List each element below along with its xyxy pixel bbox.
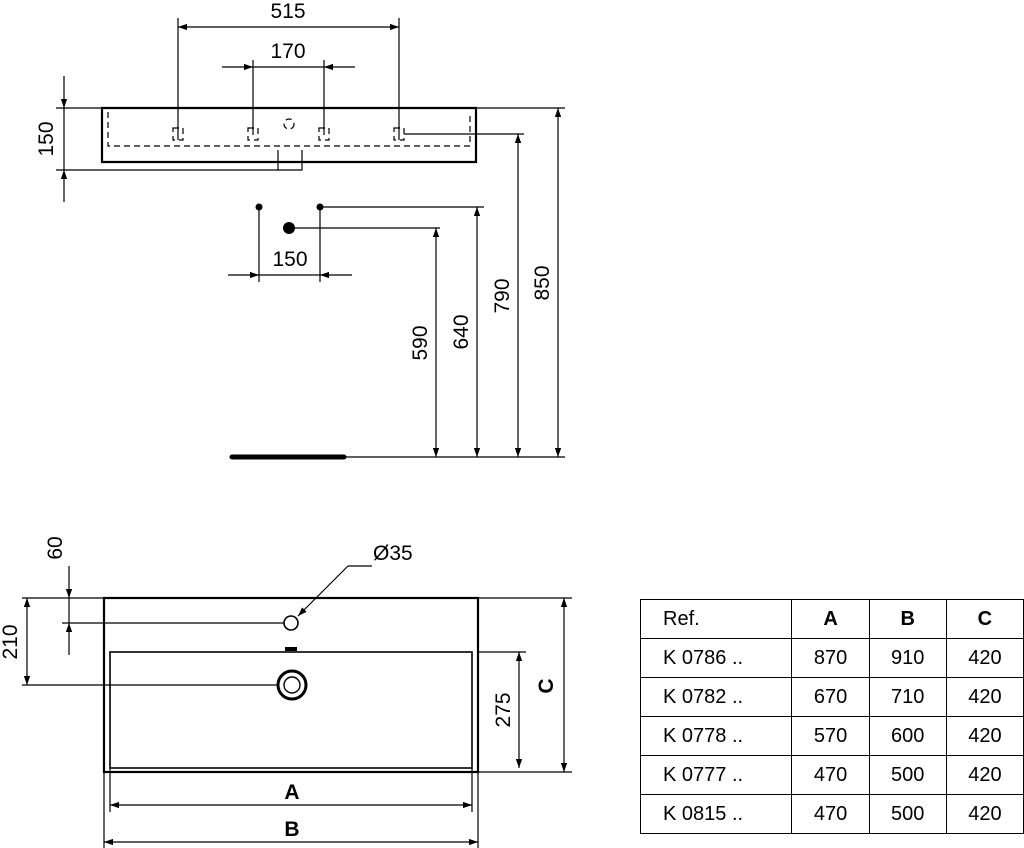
tap-holes xyxy=(172,118,405,141)
cell-b: 500 xyxy=(868,755,947,795)
cell-b: 910 xyxy=(868,638,947,678)
cell-a: 470 xyxy=(791,755,870,795)
dim-790-label: 790 xyxy=(491,278,514,313)
cell-b: 500 xyxy=(868,794,947,834)
cell-a: 470 xyxy=(791,794,870,834)
dim-210: 210 xyxy=(0,598,31,685)
header-c: C xyxy=(945,599,1024,639)
cell-ref: K 0777 .. xyxy=(639,755,793,795)
header-ref: Ref. xyxy=(639,599,793,639)
cell-a: 870 xyxy=(791,638,870,678)
dim-590-label: 590 xyxy=(409,325,432,360)
bowl-hidden-line xyxy=(107,112,471,147)
cell-c: 420 xyxy=(945,716,1024,756)
dim-b-label: B xyxy=(284,818,299,841)
dim-a-label: A xyxy=(284,781,299,804)
cell-ref: K 0815 .. xyxy=(639,794,793,834)
dimension-table: Ref. A B C K 0786 .. 870 910 420 K 0782 … xyxy=(639,599,1024,834)
dim-590: 590 xyxy=(409,228,440,457)
dim-b: B xyxy=(104,818,478,846)
dim-170-label: 170 xyxy=(270,40,305,63)
dim-150-height-label: 150 xyxy=(35,121,58,156)
dim-515-label: 515 xyxy=(270,0,305,23)
bowl-plan-outline xyxy=(109,651,473,769)
table-row: K 0782 .. 670 710 420 xyxy=(639,677,1024,717)
cell-ref: K 0782 .. xyxy=(639,677,793,717)
dim-275-label: 275 xyxy=(492,692,515,727)
cell-c: 420 xyxy=(945,638,1024,678)
table-row: K 0815 .. 470 500 420 xyxy=(639,794,1024,834)
dim-hole-diameter: Ø35 xyxy=(297,542,413,617)
plan-view: Ø35 60 210 275 C xyxy=(0,536,572,848)
header-b: B xyxy=(868,599,947,639)
table-header-row: Ref. A B C xyxy=(639,599,1024,639)
cell-c: 420 xyxy=(945,677,1024,717)
header-a: A xyxy=(791,599,870,639)
dim-c-label: C xyxy=(535,678,558,693)
waste-drain xyxy=(276,669,308,701)
dim-850: 850 xyxy=(531,108,562,457)
table-row: K 0777 .. 470 500 420 xyxy=(639,755,1024,795)
waste-outlet xyxy=(277,150,303,171)
tap-hole xyxy=(283,615,299,631)
cell-b: 600 xyxy=(868,716,947,756)
dim-150-spacing: 150 xyxy=(228,248,352,279)
cell-a: 570 xyxy=(791,716,870,756)
dim-60: 60 xyxy=(44,536,73,655)
dim-790: 790 xyxy=(491,134,522,457)
dim-150-height: 150 xyxy=(35,76,278,202)
cell-a: 670 xyxy=(791,677,870,717)
dim-850-label: 850 xyxy=(531,265,554,300)
table-row: K 0786 .. 870 910 420 xyxy=(639,638,1024,678)
cell-c: 420 xyxy=(945,794,1024,834)
overflow-slot xyxy=(285,647,297,651)
table-row: K 0778 .. 570 600 420 xyxy=(639,716,1024,756)
dim-hole-label: Ø35 xyxy=(373,542,413,565)
basin-elevation-outline xyxy=(100,106,478,164)
supply-points xyxy=(255,203,484,282)
dim-640: 640 xyxy=(450,207,481,457)
dim-60-label: 60 xyxy=(44,536,67,559)
cell-ref: K 0786 .. xyxy=(639,638,793,678)
dim-210-label: 210 xyxy=(0,624,22,659)
dim-150-spacing-label: 150 xyxy=(272,248,307,271)
dim-a: A xyxy=(110,781,472,809)
dim-170: 170 xyxy=(222,40,355,135)
dim-640-label: 640 xyxy=(450,314,473,349)
cell-ref: K 0778 .. xyxy=(639,716,793,756)
dim-275: 275 xyxy=(492,652,523,768)
cell-c: 420 xyxy=(945,755,1024,795)
dim-515: 515 xyxy=(177,0,400,140)
front-elevation: 515 170 150 xyxy=(35,0,565,460)
cell-b: 710 xyxy=(868,677,947,717)
dim-c: C xyxy=(535,598,568,772)
